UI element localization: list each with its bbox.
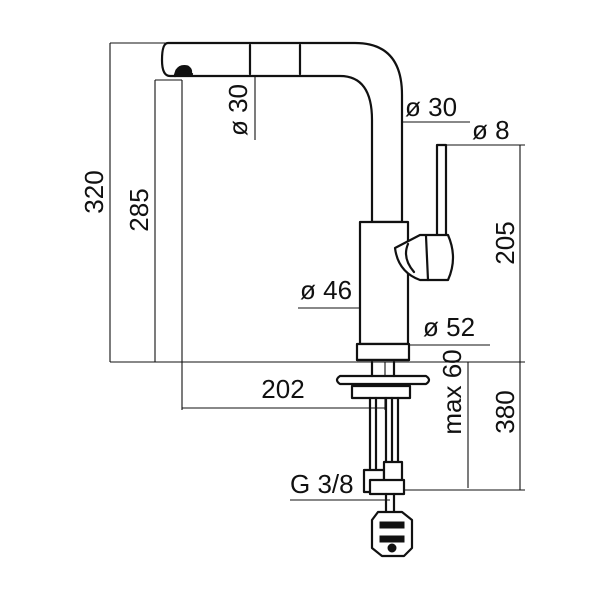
faucet [160,41,455,558]
lever-knob [393,233,455,282]
label-total-height: 320 [79,170,109,213]
dimension-lines [109,42,525,501]
label-spout-height: 285 [124,188,154,231]
label-spout-diameter: ø 30 [223,84,253,136]
label-lever-height: 205 [490,221,520,264]
label-base-diameter: ø 52 [423,312,475,342]
faucet-body [358,220,410,346]
label-reach: 202 [261,374,304,404]
label-hose-length: 380 [490,390,520,433]
label-body-diameter: ø 46 [300,275,352,305]
base-ring [355,342,411,362]
dimension-labels: 320 285 ø 30 ø 30 ø 8 205 ø 46 ø 52 202 … [79,84,520,499]
label-pipe-diameter: ø 30 [405,92,457,122]
mounting-plate [335,374,431,386]
label-lever-diameter: ø 8 [472,115,510,145]
lever-handle [435,143,448,239]
label-connection: G 3/8 [290,469,354,499]
label-max-thickness: max 60 [437,349,467,434]
spout-arm [160,41,404,224]
